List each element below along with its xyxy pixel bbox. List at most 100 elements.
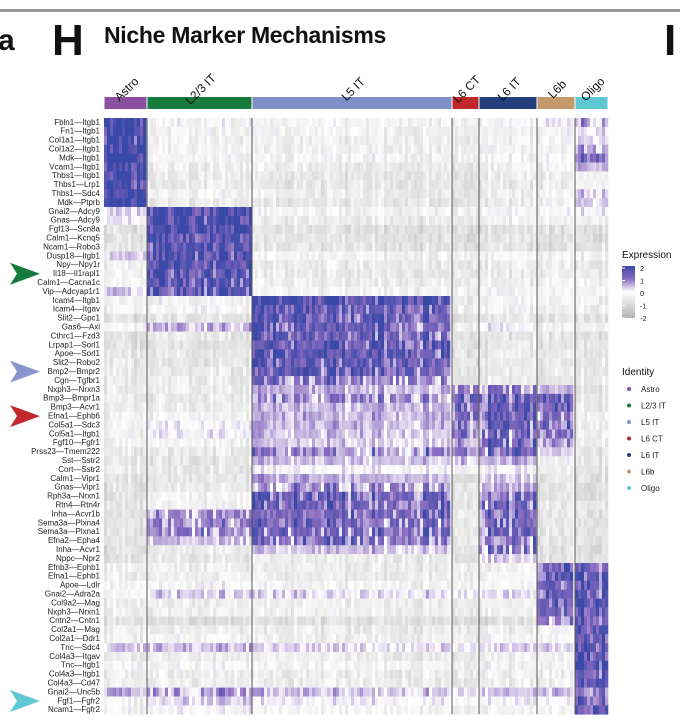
heatmap-cell (318, 269, 322, 279)
heatmap-cell (315, 607, 319, 617)
heatmap-cell (174, 607, 178, 617)
heatmap-cell (125, 313, 129, 323)
heatmap-cell (213, 705, 217, 715)
heatmap-cell (240, 438, 244, 448)
heatmap-cell (104, 696, 108, 706)
heatmap-cell (321, 313, 325, 323)
heatmap-cell (279, 207, 283, 217)
heatmap-cell (303, 625, 307, 635)
heatmap-cell (237, 660, 241, 671)
heatmap-cell (324, 456, 328, 466)
heatmap-cell (306, 678, 310, 688)
heatmap-cell (291, 349, 295, 359)
heatmap-cell (165, 500, 169, 510)
heatmap-cell (255, 625, 259, 635)
heatmap-cell (213, 349, 217, 359)
heatmap-cell (228, 420, 232, 430)
heatmap-cell (219, 376, 223, 386)
heatmap-cell (270, 180, 274, 190)
heatmap-cell (195, 482, 199, 493)
heatmap-cell (213, 402, 217, 412)
heatmap-cell (134, 287, 138, 297)
heatmap-cell (288, 251, 292, 261)
heatmap-cell (110, 456, 114, 466)
heatmap-cell (207, 144, 211, 154)
heatmap-cell (119, 616, 123, 626)
heatmap-cell (324, 242, 328, 252)
heatmap-cell (249, 447, 253, 457)
heatmap-cell (195, 696, 199, 706)
heatmap-cell (113, 491, 117, 501)
heatmap-cell (174, 402, 178, 412)
heatmap-cell (246, 385, 250, 395)
heatmap-cell (285, 224, 289, 234)
heatmap-cell (255, 678, 259, 688)
heatmap-cell (318, 180, 322, 190)
heatmap-cell (195, 687, 199, 697)
heatmap-cell (168, 625, 172, 635)
heatmap-cell (246, 340, 250, 350)
heatmap-cell (285, 215, 289, 226)
heatmap-cell (276, 287, 280, 297)
heatmap-cell (279, 500, 283, 510)
heatmap-cell (107, 296, 111, 306)
heatmap-cell (246, 304, 250, 315)
heatmap-cell (153, 126, 157, 137)
heatmap-cell (252, 660, 256, 671)
heatmap-cell (216, 393, 220, 404)
heatmap-cell (122, 411, 126, 421)
heatmap-cell (285, 420, 289, 430)
heatmap-cell (162, 402, 166, 412)
heatmap-cell (288, 233, 292, 243)
heatmap-cell (261, 527, 265, 537)
heatmap-cell (216, 474, 220, 484)
heatmap-cell (119, 349, 123, 359)
heatmap-cell (171, 144, 175, 154)
heatmap-cell (306, 420, 310, 430)
heatmap-cell (225, 135, 229, 145)
heatmap-cell (119, 313, 123, 323)
heatmap-cell (324, 367, 328, 377)
heatmap-cell (186, 340, 190, 350)
heatmap-cell (131, 118, 135, 128)
heatmap-cell (234, 660, 238, 671)
heatmap-cell (258, 402, 262, 412)
heatmap-cell (231, 563, 235, 573)
heatmap-cell (300, 135, 304, 145)
heatmap-cell (309, 189, 313, 199)
heatmap-cell (276, 500, 280, 510)
heatmap-cell (177, 527, 181, 537)
heatmap-cell (309, 331, 313, 341)
heatmap-cell (198, 438, 202, 448)
heatmap-cell (231, 536, 235, 546)
group-bar-oligo (575, 97, 608, 109)
heatmap-cell (312, 571, 316, 582)
heatmap-cell (303, 500, 307, 510)
heatmap-cell (309, 296, 313, 306)
heatmap-cell (171, 518, 175, 528)
heatmap-cell (137, 554, 141, 564)
heatmap-cell (303, 705, 307, 715)
heatmap-cell (279, 660, 283, 671)
heatmap-cell (186, 536, 190, 546)
heatmap-cell (288, 278, 292, 288)
heatmap-cell (189, 340, 193, 350)
heatmap-cell (116, 153, 120, 163)
heatmap-cell (273, 474, 277, 484)
heatmap-cell (267, 554, 271, 564)
heatmap-cell (246, 126, 250, 137)
heatmap-cell (264, 171, 268, 181)
heatmap-cell (264, 278, 268, 288)
heatmap-cell (300, 678, 304, 688)
heatmap-cell (228, 251, 232, 261)
heatmap-cell (192, 580, 196, 590)
heatmap-cell (189, 367, 193, 377)
heatmap-cell (282, 296, 286, 306)
heatmap-cell (134, 376, 138, 386)
heatmap-cell (243, 162, 247, 172)
heatmap-cell (306, 536, 310, 546)
heatmap-cell (249, 224, 253, 234)
heatmap-cell (282, 545, 286, 555)
heatmap-cell (267, 678, 271, 688)
heatmap-cell (195, 304, 199, 315)
